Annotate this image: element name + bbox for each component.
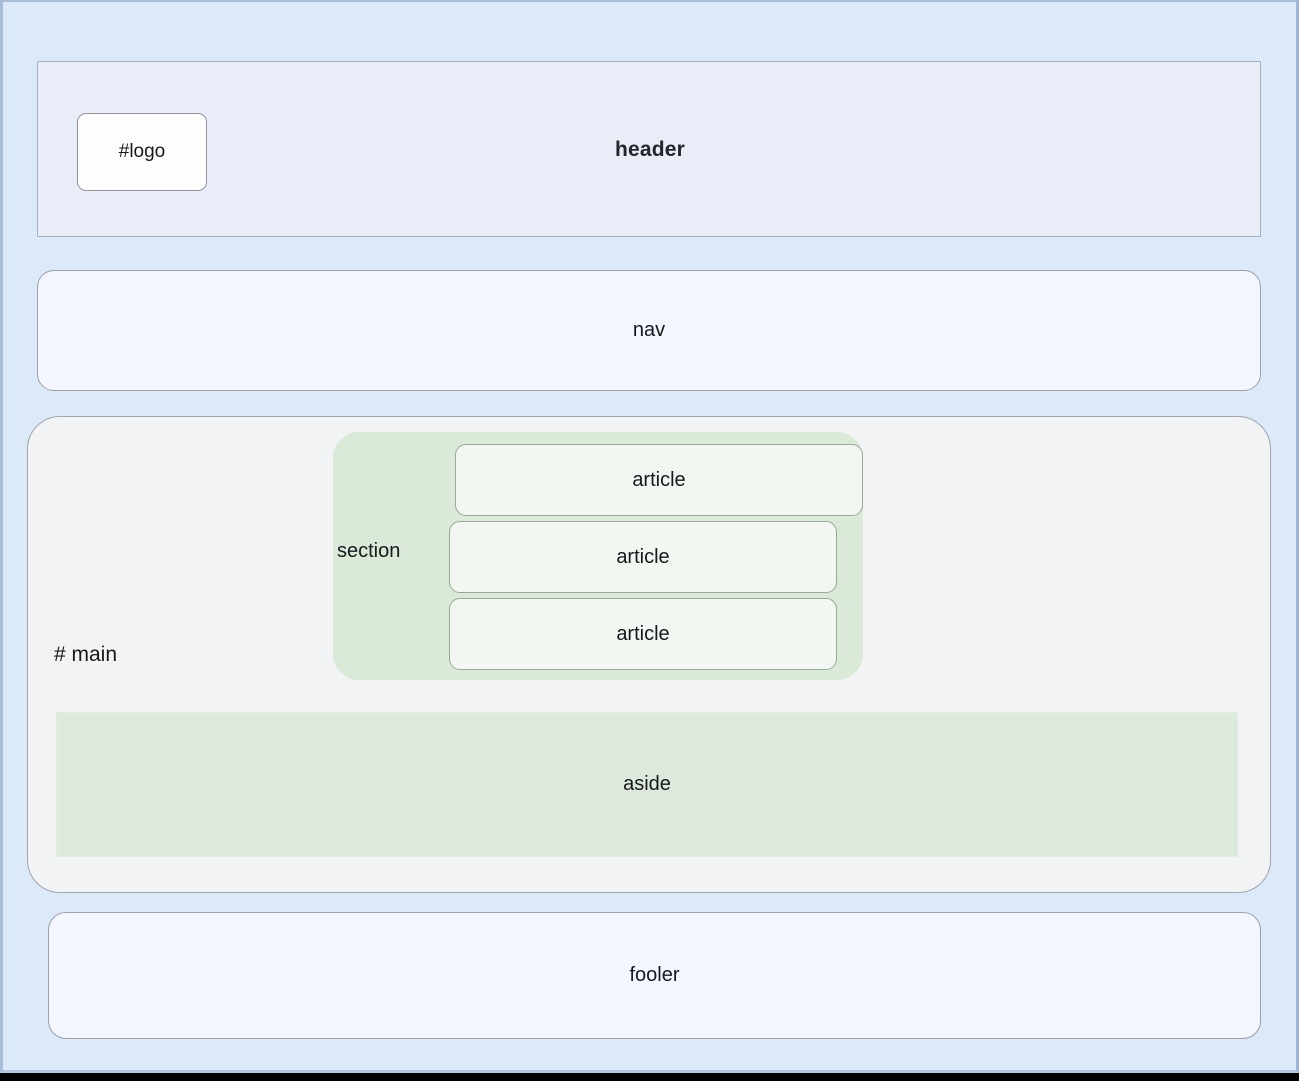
header-label: header [614, 138, 686, 161]
article-box[interactable]: article [455, 444, 863, 516]
main-label: # main [54, 643, 118, 666]
article-box[interactable]: article [449, 521, 837, 593]
bottom-bar [0, 1073, 1299, 1081]
aside-region: aside [56, 712, 1238, 857]
nav-region[interactable]: nav [37, 270, 1261, 391]
section-label: section [337, 540, 401, 562]
article-box[interactable]: article [449, 598, 837, 670]
logo-box[interactable]: #logo [77, 113, 207, 191]
footer-region[interactable]: fooler [48, 912, 1261, 1039]
header-region: header #logo [37, 61, 1261, 237]
